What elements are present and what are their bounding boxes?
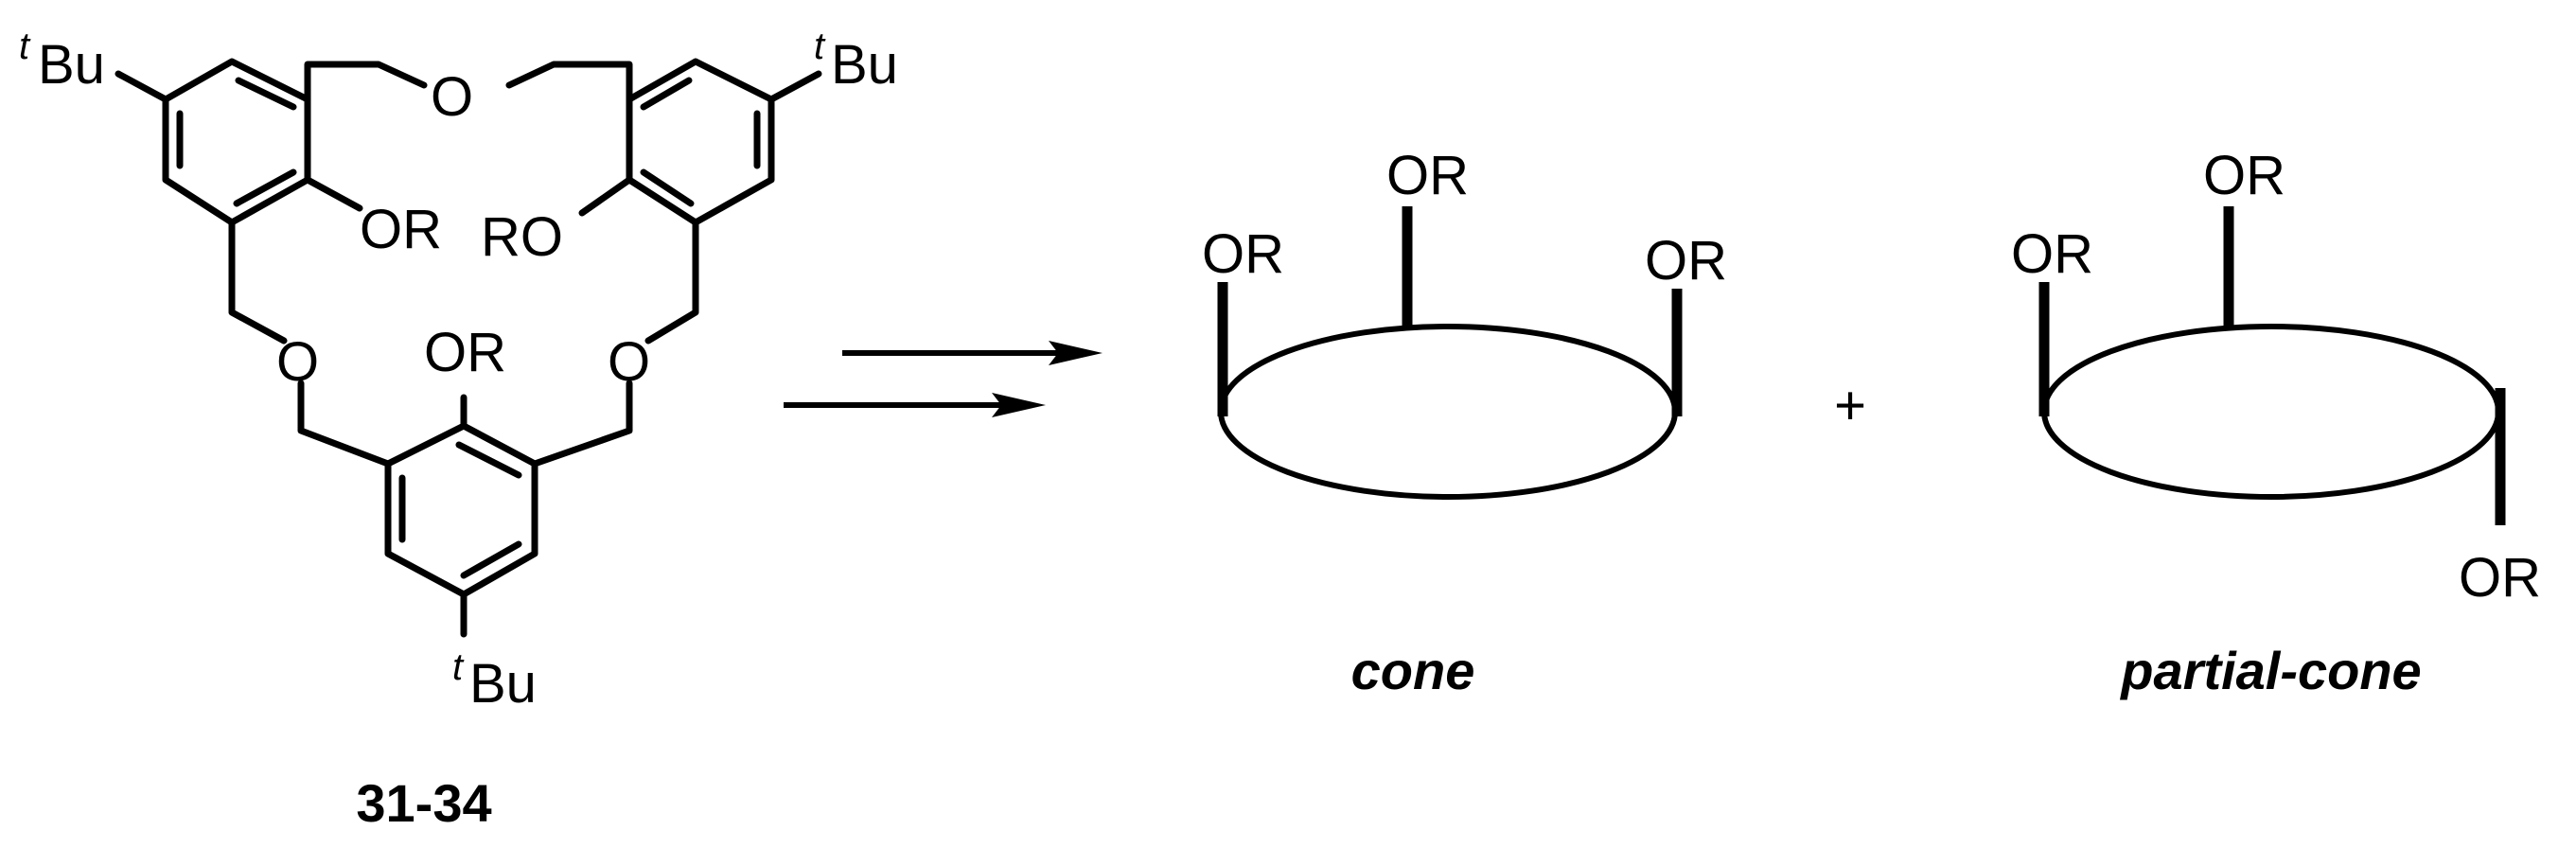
tbu-bottom-label: Bu [469,653,537,715]
cone-or-middle: OR [1386,145,1469,206]
tbu-left-superscript: t [19,26,31,67]
or-left-label: OR [360,199,442,260]
or-bond-right [578,176,633,217]
tbu-right-superscript: t [814,26,826,67]
or-bond-left [304,176,363,212]
partial-cone-conformer: OR OR OR partial-cone [2011,145,2541,700]
bridge-oxygen-right: O [608,331,650,393]
aromatic-ring-left [162,58,311,226]
tbu-right-label: Bu [831,34,898,96]
compound-number: 31-34 [356,773,491,833]
bridge-top-bonds [304,61,633,103]
cone-or-right: OR [1645,230,1727,292]
bridge-right-bonds [531,219,699,468]
tbu-bottom-superscript: t [452,646,465,688]
bridge-oxygen-left: O [276,331,319,393]
cone-or-left: OR [1202,223,1284,285]
arrow-head-bottom [992,393,1046,417]
or-bottom-label: OR [424,322,506,383]
partial-cone-or-bottom: OR [2459,547,2541,609]
tbu-bond-left [115,70,169,103]
or-right-label: RO [481,206,563,268]
tbu-bond-right [768,70,822,103]
aromatic-ring-bottom [384,422,538,598]
partial-cone-or-left: OR [2011,223,2093,285]
tbu-left-label: Bu [38,34,105,96]
cone-macrocycle-ellipse [1218,324,1678,500]
reaction-arrows [784,341,1103,417]
cone-conformer: OR OR OR cone [1202,145,1727,700]
bridge-left-bonds [228,219,392,468]
plus-sign: + [1834,375,1866,436]
partial-cone-or-middle: OR [2203,145,2285,206]
partial-cone-macrocycle-ellipse [2041,324,2501,500]
partial-cone-caption: partial-cone [2119,641,2421,700]
cone-caption: cone [1351,641,1475,700]
arrow-head-top [1049,341,1103,365]
calixarene-structure: t Bu t Bu t Bu OR RO OR O O O 31-34 [19,26,898,833]
bridge-oxygen-top: O [431,66,473,128]
aromatic-ring-right [626,58,775,226]
